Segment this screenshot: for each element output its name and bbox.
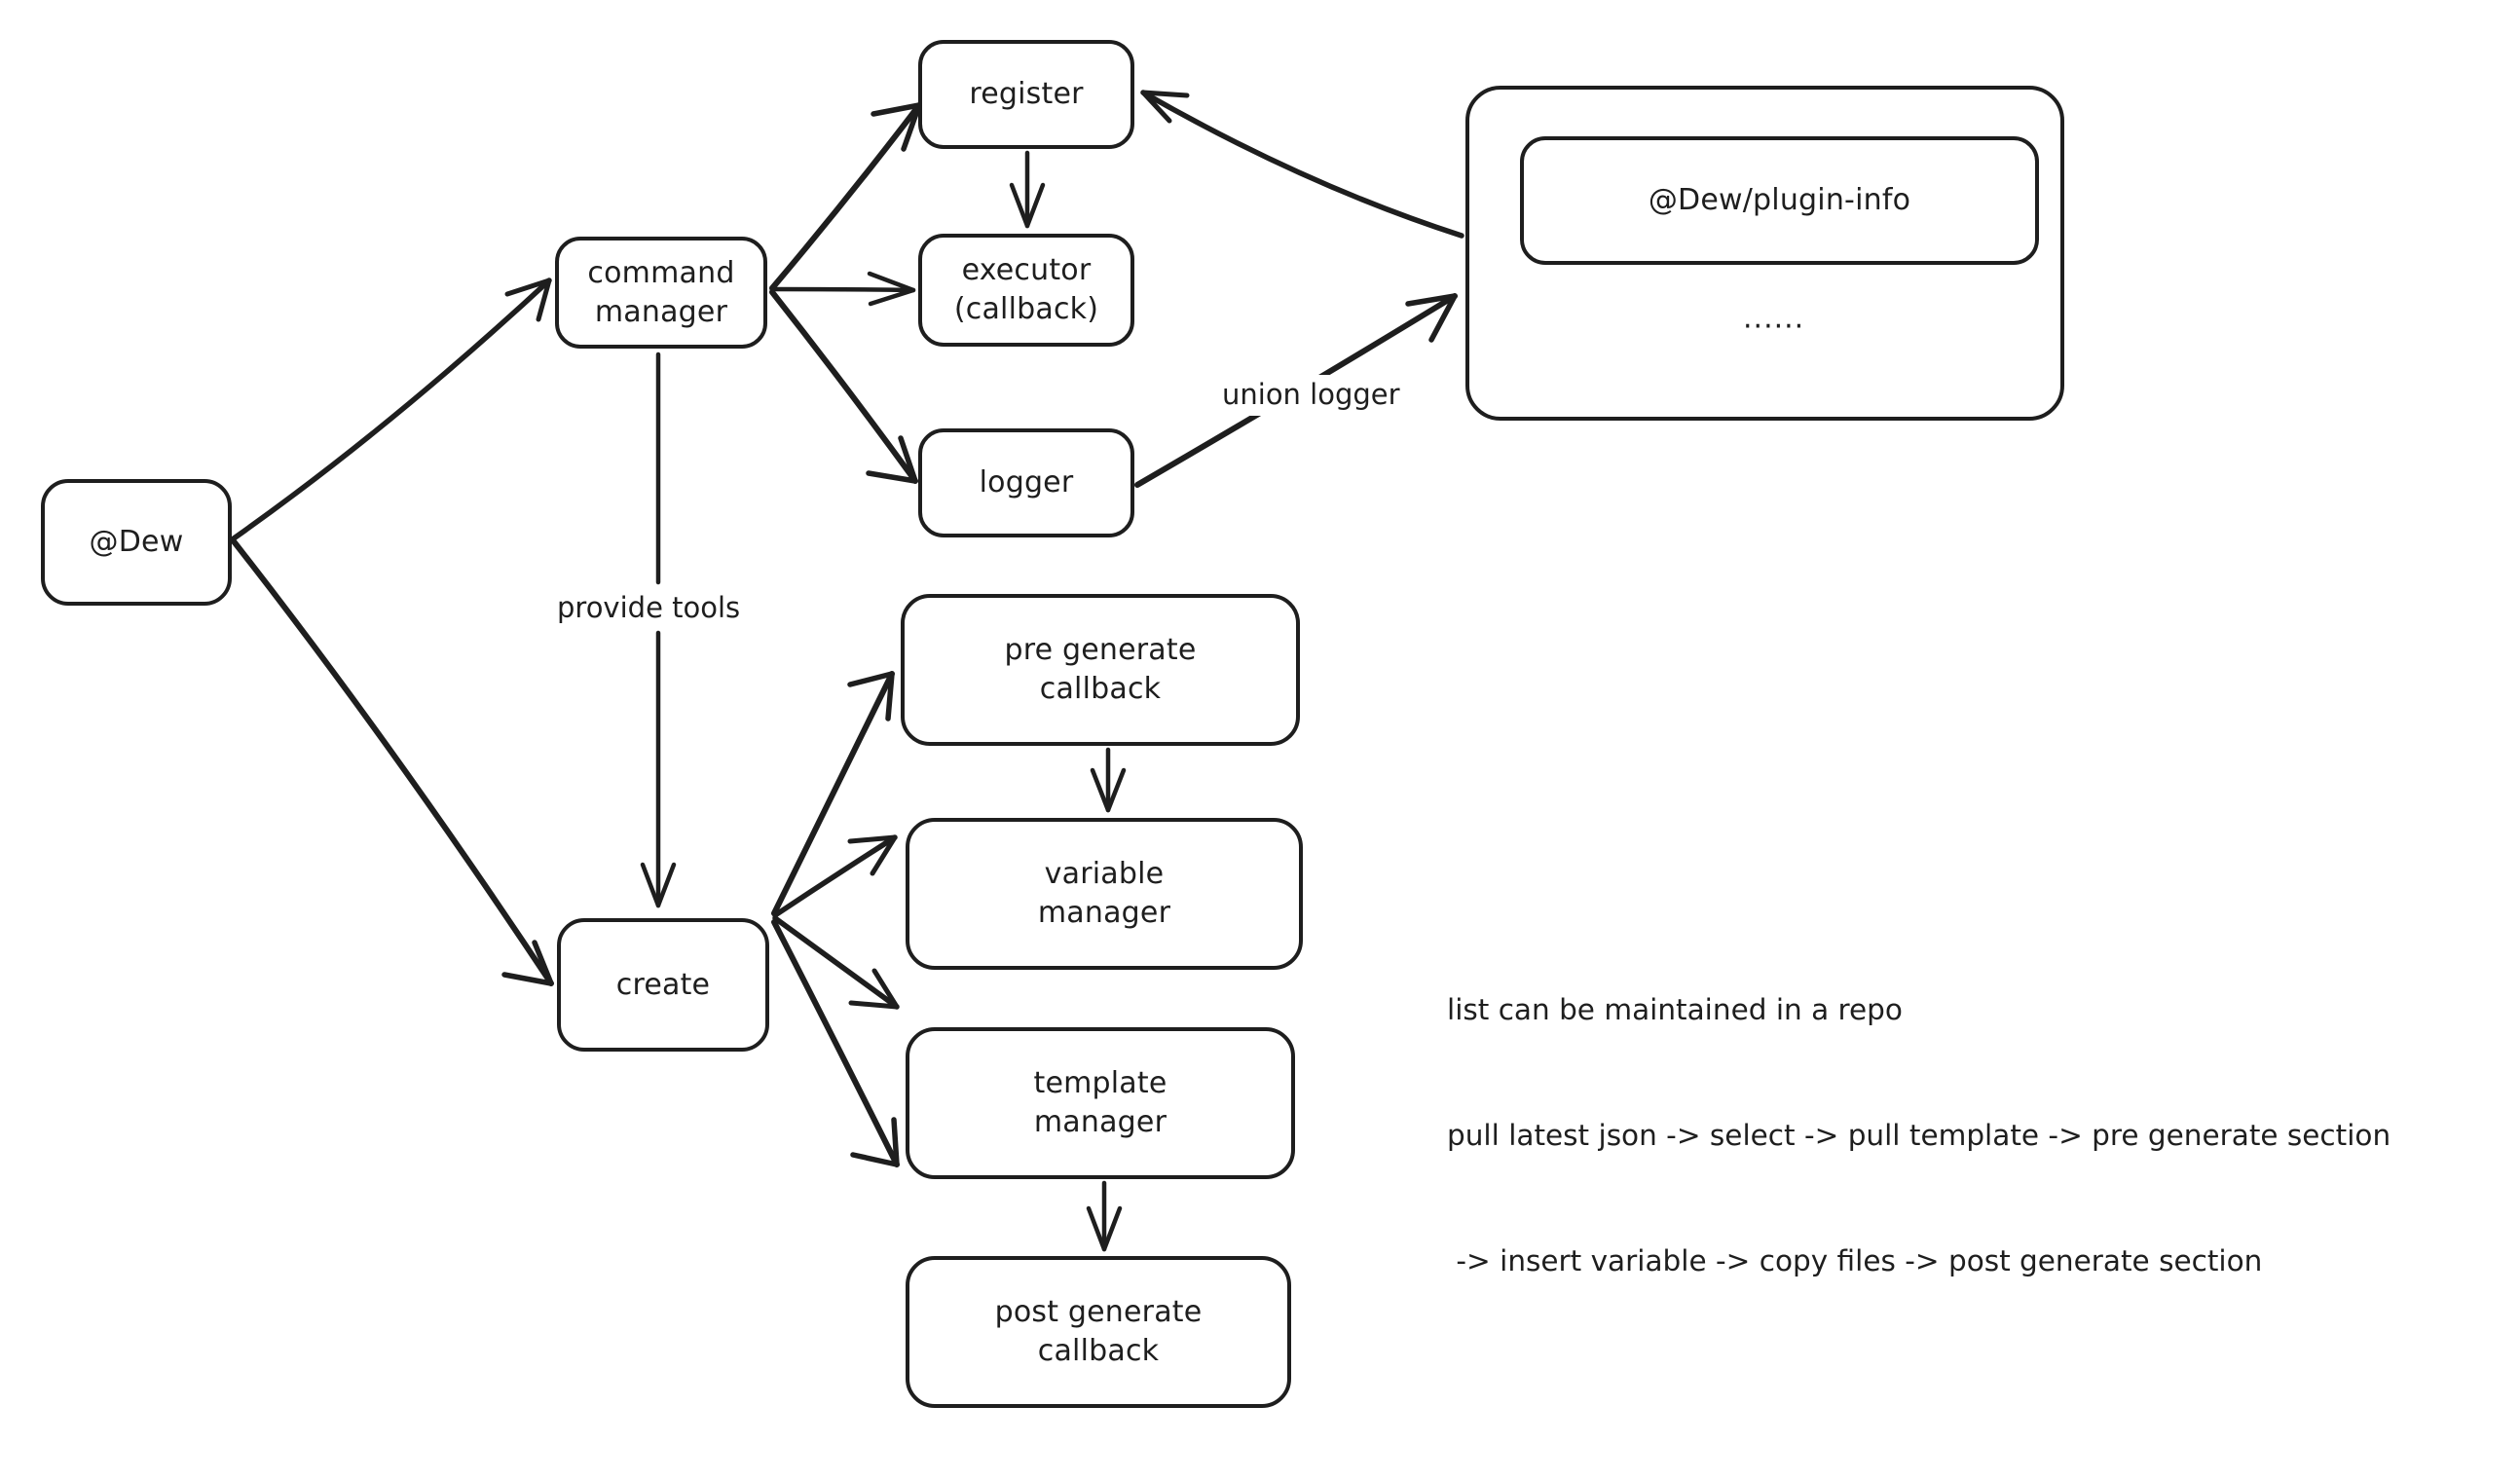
edge-dew-to-command-manager <box>231 278 552 541</box>
node-create-label: create <box>615 967 711 1002</box>
edge-command-manager-to-create <box>640 352 677 908</box>
node-post-generate-callback[interactable]: post generate callback <box>906 1256 1291 1408</box>
edge-plugin-group-to-register <box>1140 90 1464 239</box>
node-plugin-info[interactable]: @Dew/plugin-info <box>1520 136 2039 265</box>
edge-pre-generate-to-variable-manager <box>1090 747 1127 813</box>
edge-create-to-pre-generate <box>771 671 895 916</box>
edge-create-to-template-manager <box>772 915 900 1010</box>
node-pre-generate-callback-label: pre generate callback <box>1004 633 1197 706</box>
edge-label-union-logger: union logger <box>1215 375 1407 416</box>
edge-dew-to-create <box>231 538 554 986</box>
note-line-3: -> insert variable -> copy files -> post… <box>1447 1244 2263 1277</box>
node-logger[interactable]: logger <box>918 428 1134 537</box>
node-command-manager[interactable]: command manager <box>555 237 767 349</box>
node-post-generate-callback-label: post generate callback <box>994 1295 1203 1368</box>
node-variable-manager-label: variable manager <box>1037 857 1171 930</box>
node-executor[interactable]: executor (callback) <box>918 234 1134 347</box>
edge-create-to-post-generate <box>771 919 900 1167</box>
node-logger-label: logger <box>979 465 1074 500</box>
plugin-group-ellipsis: ······ <box>1743 310 1805 344</box>
edge-label-provide-tools: provide tools <box>550 588 748 629</box>
edge-command-manager-to-executor <box>769 271 916 307</box>
node-register-label: register <box>969 77 1084 112</box>
node-variable-manager[interactable]: variable manager <box>906 818 1303 970</box>
node-dew-label: @Dew <box>89 525 184 560</box>
node-dew[interactable]: @Dew <box>41 479 232 606</box>
edge-create-to-variable-manager <box>772 834 898 918</box>
edge-template-manager-to-post-generate <box>1086 1180 1123 1252</box>
node-executor-label: executor (callback) <box>953 253 1099 326</box>
edge-register-to-executor <box>1009 150 1046 229</box>
edge-command-manager-to-register <box>769 102 922 291</box>
node-template-manager[interactable]: template manager <box>906 1027 1295 1179</box>
node-command-manager-label: command manager <box>587 255 735 329</box>
note-line-2: pull latest json -> select -> pull templ… <box>1447 1119 2391 1152</box>
note-line-1: list can be maintained in a repo <box>1447 993 1903 1026</box>
repo-flow-note: list can be maintained in a repo pull la… <box>1447 906 2390 1366</box>
node-template-manager-label: template manager <box>1033 1066 1167 1139</box>
node-register[interactable]: register <box>918 40 1134 149</box>
edge-command-manager-to-logger <box>769 289 918 484</box>
node-create[interactable]: create <box>557 918 769 1052</box>
node-pre-generate-callback[interactable]: pre generate callback <box>901 594 1300 746</box>
node-plugin-info-label: @Dew/plugin-info <box>1648 183 1911 218</box>
